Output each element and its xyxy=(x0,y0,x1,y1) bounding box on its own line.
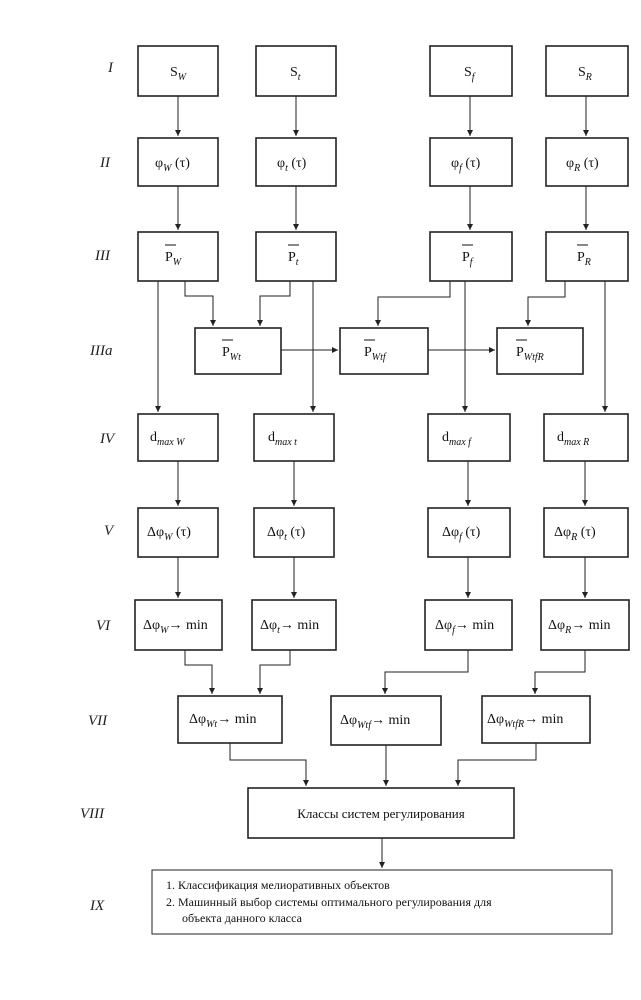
svg-text:dmax f: dmax f xyxy=(442,430,472,448)
box-phi-r: φR (τ) xyxy=(545,137,629,187)
level-labels: I II III IIIa IV V VI VII VIII IX xyxy=(80,60,116,914)
svg-text:St: St xyxy=(290,65,301,83)
box-d-max-r: dmax R xyxy=(543,413,629,462)
box-phi-f: φf (τ) xyxy=(429,137,513,187)
box-p-r: PR xyxy=(545,231,629,282)
svg-text:Δφf→ min: Δφf→ min xyxy=(435,618,494,636)
level-label-I: I xyxy=(107,60,114,76)
svg-text:PR: PR xyxy=(577,250,591,268)
box-dphi-f: Δφf (τ) xyxy=(427,507,511,558)
svg-text:1. Классификация мелиоративных: 1. Классификация мелиоративных объектов xyxy=(166,878,390,892)
box-p-w: PW xyxy=(137,231,219,282)
svg-text:dmax t: dmax t xyxy=(268,430,297,448)
svg-text:ΔφWtfR→ min: ΔφWtfR→ min xyxy=(487,712,563,730)
svg-text:ΔφWt→ min: ΔφWt→ min xyxy=(189,712,256,730)
box-dphi-r: ΔφR (τ) xyxy=(543,507,629,558)
svg-text:Pt: Pt xyxy=(288,250,299,268)
box-phi-t: φt (τ) xyxy=(255,137,337,187)
box-phi-w: φW (τ) xyxy=(137,137,219,187)
svg-text:ΔφW (τ): ΔφW (τ) xyxy=(147,525,191,543)
svg-text:φt (τ): φt (τ) xyxy=(277,156,307,174)
box-p-wt: PWt xyxy=(194,327,282,375)
svg-text:φf (τ): φf (τ) xyxy=(451,156,481,174)
box-dphi-t: Δφt (τ) xyxy=(253,507,335,558)
svg-text:Pf: Pf xyxy=(462,250,474,268)
box-min-wtf: ΔφWtf→ min xyxy=(330,695,442,746)
svg-text:PWtfR: PWtfR xyxy=(516,345,544,363)
svg-text:объекта данного класса: объекта данного класса xyxy=(182,911,303,925)
svg-text:φR (τ): φR (τ) xyxy=(566,156,599,174)
svg-text:ΔφWtf→ min: ΔφWtf→ min xyxy=(340,713,410,731)
svg-text:dmax W: dmax W xyxy=(150,430,186,448)
level-label-VII: VII xyxy=(88,713,108,729)
box-d-max-t: dmax t xyxy=(253,413,335,462)
box-d-max-f: dmax f xyxy=(427,413,511,462)
level-label-IIIa: IIIa xyxy=(89,343,113,359)
level-label-IV: IV xyxy=(99,431,116,447)
svg-text:Δφt (τ): Δφt (τ) xyxy=(267,525,306,543)
svg-text:SR: SR xyxy=(578,65,592,83)
svg-text:Δφf (τ): Δφf (τ) xyxy=(442,525,481,543)
level-label-V: V xyxy=(104,523,115,539)
box-s-r: SR xyxy=(545,45,629,97)
box-min-f: Δφf→ min xyxy=(424,599,513,651)
svg-text:Классы систем регулирования: Классы систем регулирования xyxy=(297,806,465,821)
svg-text:dmax R: dmax R xyxy=(557,430,589,448)
box-regulation-classes: Классы систем регулирования xyxy=(247,787,515,839)
box-p-wtf: PWtf xyxy=(339,327,429,375)
svg-text:ΔφW→ min: ΔφW→ min xyxy=(143,618,208,636)
svg-text:Sf: Sf xyxy=(464,65,476,83)
box-d-max-w: dmax W xyxy=(137,413,219,462)
box-p-wtfr: PWtfR xyxy=(496,327,584,375)
box-min-r: ΔφR→ min xyxy=(540,599,630,651)
box-min-wt: ΔφWt→ min xyxy=(177,695,283,744)
box-min-wtfr: ΔφWtfR→ min xyxy=(481,695,591,744)
svg-text:φW (τ): φW (τ) xyxy=(155,156,190,174)
connectors xyxy=(155,96,608,868)
box-p-t: Pt xyxy=(255,231,337,282)
svg-text:PWt: PWt xyxy=(222,345,241,363)
box-s-w: SW xyxy=(137,45,219,97)
svg-text:PWtf: PWtf xyxy=(364,345,387,363)
svg-text:ΔφR→ min: ΔφR→ min xyxy=(548,618,610,636)
box-p-f: Pf xyxy=(429,231,513,282)
box-min-w: ΔφW→ min xyxy=(134,599,223,651)
level-label-II: II xyxy=(99,155,111,171)
box-final-result: 1. Классификация мелиоративных объектов … xyxy=(151,869,613,935)
svg-text:ΔφR (τ): ΔφR (τ) xyxy=(554,525,596,543)
level-label-VI: VI xyxy=(96,618,111,634)
svg-text:Δφt→ min: Δφt→ min xyxy=(260,618,319,636)
box-s-f: Sf xyxy=(429,45,513,97)
box-min-t: Δφt→ min xyxy=(251,599,337,651)
level-label-VIII: VIII xyxy=(80,806,105,822)
level-label-IX: IX xyxy=(89,898,105,914)
svg-text:PW: PW xyxy=(165,250,183,268)
box-dphi-w: ΔφW (τ) xyxy=(137,507,219,558)
svg-text:2. Машинный выбор системы опти: 2. Машинный выбор системы оптимального р… xyxy=(166,895,492,909)
level-label-III: III xyxy=(94,248,111,264)
svg-text:SW: SW xyxy=(170,65,188,83)
box-s-t: St xyxy=(255,45,337,97)
